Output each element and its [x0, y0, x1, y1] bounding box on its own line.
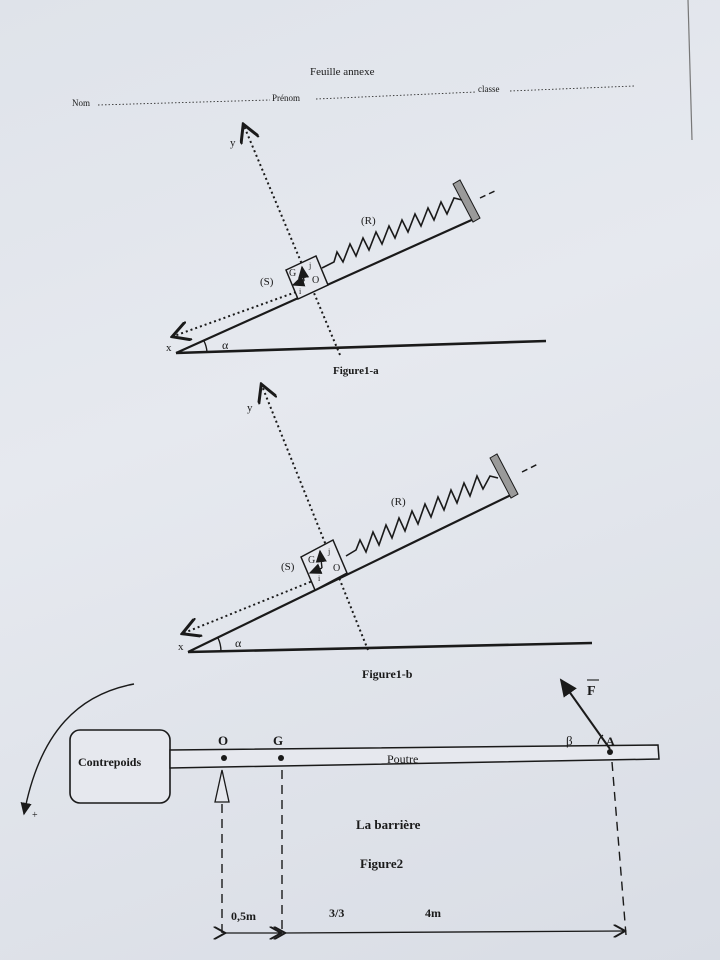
fig1a-o-label: O — [312, 275, 319, 286]
figure2-caption: Figure2 — [360, 856, 403, 871]
fig1b-x-axis — [184, 577, 321, 633]
nom-label: Nom — [72, 98, 90, 108]
fig1a-y-axis — [244, 126, 341, 356]
classe-label: classe — [478, 84, 500, 94]
barrier-label: La barrière — [356, 817, 421, 832]
fig1b-wall — [489, 453, 519, 499]
figure-1a: x y α (R) (S) G O i j Figure1-a — [166, 126, 547, 377]
counterweight-label: Contrepoids — [78, 755, 141, 769]
fig1b-y-axis — [262, 386, 369, 651]
fig1a-y-label: y — [230, 137, 236, 149]
fig1a-vector-i — [291, 275, 306, 287]
dim-og-label: 0,5m — [231, 909, 256, 923]
fig1b-angle-label: α — [235, 636, 242, 650]
point-o-label: O — [218, 733, 228, 748]
fig1b-i-label: i — [318, 574, 321, 583]
dim-arrow-ga — [284, 931, 624, 933]
fig1b-g-label: G — [308, 555, 315, 566]
fig1a-ground — [175, 339, 547, 355]
fig1a-x-axis — [174, 286, 311, 336]
figure-2: + Contrepoids Poutre O G A F β 0,5m 3/3 … — [20, 678, 660, 936]
beam — [169, 744, 660, 769]
prenom-label: Prénom — [272, 93, 300, 103]
fig1b-axis-extension — [521, 463, 539, 473]
nom-dotted-line — [97, 99, 271, 106]
fig1b-spring — [345, 473, 499, 557]
fig1b-j-label: j — [327, 547, 330, 556]
fig1a-g-label: G — [289, 268, 296, 279]
page-edge — [687, 0, 693, 141]
fig1b-incline — [187, 492, 516, 653]
rotation-arrow — [20, 683, 135, 816]
fig1a-x-label: x — [166, 342, 172, 354]
fig1a-axis-extension — [479, 189, 498, 199]
point-o-dot — [221, 755, 227, 761]
point-g-label: G — [273, 733, 283, 748]
fig1b-x-label: x — [178, 641, 184, 653]
fig1b-spring-label: (R) — [391, 496, 406, 508]
point-a-dot — [607, 749, 613, 755]
fig1b-o-label: O — [333, 563, 340, 574]
figure-1b: x y α (R) (S) G O i j Figure1-b — [178, 386, 593, 681]
header: Feuille annexe Nom Prénom classe — [72, 66, 635, 108]
fig1b-block — [300, 538, 348, 592]
fig1a-angle-label: α — [222, 338, 229, 352]
beta-angle-label: β — [566, 733, 573, 748]
fig1a-i-label: i — [299, 287, 302, 296]
fig1a-solid-label: (S) — [260, 276, 274, 288]
rotation-sign-label: + — [32, 810, 38, 821]
fig1b-vector-i — [308, 563, 323, 574]
fig1a-wall — [452, 179, 481, 223]
beam-label: Poutre — [387, 752, 418, 766]
fig1a-caption: Figure1-a — [333, 365, 379, 377]
prenom-dotted-line — [315, 91, 477, 100]
classe-dotted-line — [509, 85, 635, 92]
beta-angle-arc — [597, 734, 604, 745]
fig1b-solid-label: (S) — [281, 561, 295, 573]
fig1a-spring-label: (R) — [361, 215, 376, 227]
fig1a-spring — [321, 197, 463, 269]
pivot-support — [214, 769, 230, 803]
force-f-label: F — [587, 684, 596, 699]
fig1b-angle-arc — [217, 637, 222, 652]
fig1b-y-label: y — [247, 402, 253, 414]
force-f-vector — [559, 678, 611, 750]
fig1a-angle-arc — [203, 340, 208, 353]
fig1a-j-label: j — [308, 261, 311, 270]
dim-ga-label-a: 3/3 — [329, 906, 344, 920]
sheet-title: Feuille annexe — [310, 66, 375, 78]
dim-ga-label-b: 4m — [425, 906, 441, 920]
fig1b-ground — [187, 641, 593, 654]
point-g-dot — [278, 755, 284, 761]
fig1b-caption: Figure1-b — [362, 667, 413, 681]
point-a-label: A — [606, 734, 615, 748]
dim-line-a — [611, 761, 627, 936]
